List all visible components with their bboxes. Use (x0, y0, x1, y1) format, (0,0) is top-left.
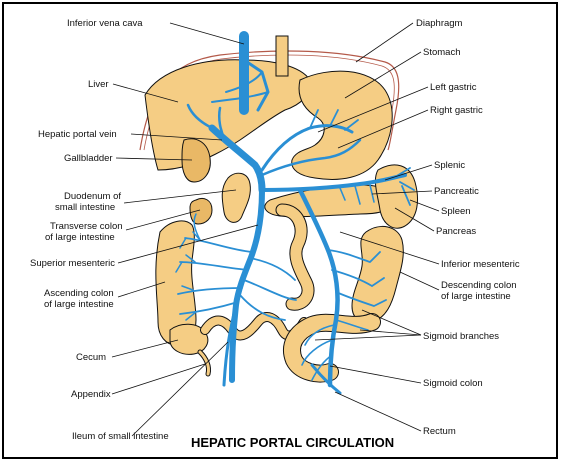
label-rectum: Rectum (423, 426, 456, 437)
pancreatic-veins (339, 184, 375, 205)
cecum (169, 323, 209, 355)
diagram-title: HEPATIC PORTAL CIRCULATION (191, 435, 394, 450)
label-splenic: Splenic (434, 160, 465, 171)
label-superior-mesenteric: Superior mesenteric (30, 258, 115, 269)
label-inferior-mesenteric: Inferior mesenteric (441, 259, 520, 270)
leader-lines (111, 22, 440, 437)
spleen (374, 164, 418, 229)
gallbladder (181, 138, 211, 183)
label-sigmoid-branches: Sigmoid branches (423, 331, 499, 342)
label-pancreas: Pancreas (436, 226, 476, 237)
label-inferior-vena-cava: Inferior vena cava (67, 18, 143, 29)
label-right-gastric: Right gastric (430, 105, 483, 116)
label-duodenum-2: small intestine (55, 202, 115, 213)
label-gallbladder: Gallbladder (64, 153, 113, 164)
stomach (291, 70, 393, 180)
label-pancreatic: Pancreatic (434, 186, 479, 197)
smv-branches-colon (177, 237, 297, 321)
label-ascending-1: Ascending colon (44, 288, 114, 299)
label-liver: Liver (88, 79, 109, 90)
label-stomach: Stomach (423, 47, 461, 58)
label-descending-2: of large intestine (441, 291, 511, 302)
label-cecum: Cecum (76, 352, 106, 363)
label-left-gastric: Left gastric (430, 82, 477, 93)
sigmoid-branch-veins (301, 319, 369, 381)
label-transverse-2: of large intestine (45, 232, 115, 243)
label-appendix: Appendix (71, 389, 111, 400)
label-diaphragm: Diaphragm (416, 18, 463, 29)
label-duodenum-1: Duodenum of (64, 191, 121, 202)
right-gastric-vein (260, 138, 362, 177)
label-spleen: Spleen (441, 206, 471, 217)
imv-branches-colon (327, 249, 387, 307)
descending-colon (351, 225, 404, 324)
label-descending-1: Descending colon (441, 280, 517, 291)
rectum (310, 363, 342, 395)
duodenum (221, 172, 251, 223)
ivc-tube (275, 35, 289, 77)
inferior-mesenteric-vein (297, 187, 340, 388)
label-transverse-1: Transverse colon (50, 221, 123, 232)
label-hepatic-portal-vein: Hepatic portal vein (38, 129, 117, 140)
superior-mesenteric-vein (229, 187, 265, 383)
label-ileum: Ileum of small intestine (72, 431, 169, 442)
label-sigmoid-colon: Sigmoid colon (423, 378, 483, 389)
label-ascending-2: of large intestine (44, 299, 114, 310)
transverse-colon (189, 197, 213, 225)
